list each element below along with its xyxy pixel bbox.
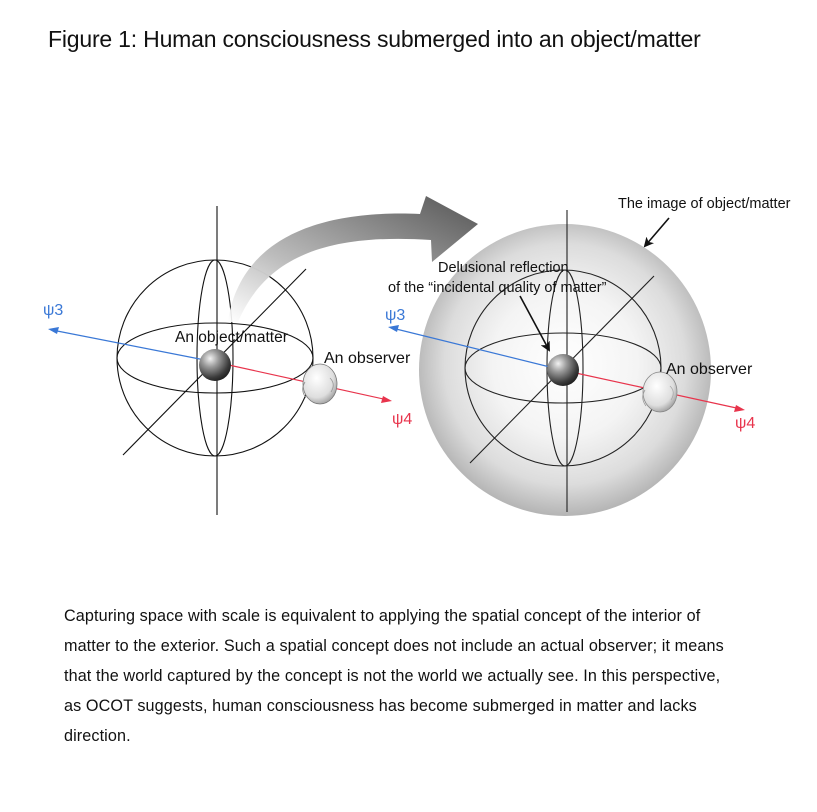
figure-title: Figure 1: Human consciousness submerged … — [48, 26, 701, 52]
caption-line: Capturing space with scale is equivalent… — [64, 607, 701, 625]
left-observer-head-icon — [302, 363, 338, 405]
caption-line: direction. — [64, 727, 131, 745]
right-psi3-arrowhead — [388, 325, 399, 332]
transfer-arrow-icon — [228, 196, 478, 322]
left-equator-ellipse — [116, 322, 314, 394]
image-of-matter-label: The image of object/matter — [618, 196, 791, 212]
delusional-pointer-arrow — [519, 295, 550, 352]
delusional-reflection-label: Delusional reflection — [438, 260, 569, 276]
left-sphere-diagram: ψ3 ψ4 An object/matter An observer — [43, 206, 412, 515]
caption-line: as OCOT suggests, human consciousness ha… — [64, 697, 697, 715]
right-object-sphere-icon — [547, 354, 579, 386]
incidental-quality-label: of the “incidental quality of matter” — [388, 280, 607, 296]
image-pointer-arrow — [643, 217, 670, 248]
left-psi4-arrowhead — [381, 396, 392, 403]
left-observer-label: An observer — [324, 350, 411, 367]
left-psi3-arrowhead — [48, 327, 59, 334]
left-psi3-label: ψ3 — [43, 302, 63, 319]
left-psi4-label: ψ4 — [392, 411, 412, 428]
figure-caption: Capturing space with scale is equivalent… — [64, 601, 764, 751]
left-psi3-axis — [51, 329, 216, 363]
right-psi4-arrowhead — [734, 405, 745, 412]
left-psi4-axis — [214, 361, 389, 401]
left-object-sphere-icon — [199, 349, 231, 381]
right-equator-ellipse — [464, 332, 662, 404]
right-psi4-label: ψ4 — [735, 415, 755, 432]
caption-line: that the world captured by the concept i… — [64, 667, 721, 685]
caption-line: matter to the exterior. Such a spatial c… — [64, 637, 724, 655]
right-observer-label: An observer — [666, 361, 753, 378]
right-observer-head-icon — [642, 371, 678, 413]
right-psi3-axis — [391, 327, 563, 371]
right-psi3-label: ψ3 — [385, 307, 405, 324]
right-sphere-diagram: ψ3 ψ4 An observer The image of object/ma… — [385, 196, 791, 516]
right-meridian-ellipse — [546, 269, 584, 467]
left-object-label: An object/matter — [175, 329, 288, 346]
